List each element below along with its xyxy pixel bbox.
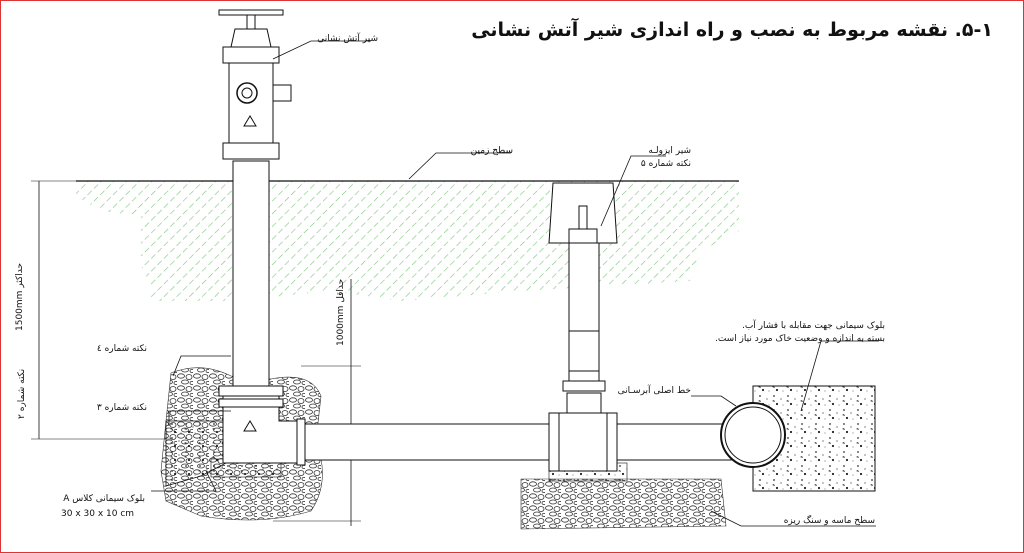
label-isolation-valve: شیر ایزولـه	[648, 146, 691, 156]
label-main-water-line: خط اصلی آبرسـانی	[617, 386, 691, 396]
hydrant-lower-flange	[222, 142, 280, 160]
label-concrete-block-2: بسته به اندازه و وضعیت خاک مورد نیاز است…	[714, 334, 885, 344]
pipe-section	[720, 402, 786, 468]
hydrant-riser	[232, 160, 270, 392]
label-ground-surface: سطح زمین	[470, 146, 513, 156]
label-concrete-block-1: بلوک سیمانی جهت مقابله با فشار آب.	[741, 321, 885, 331]
hydrant-upper-flange	[222, 46, 280, 64]
main-pipe	[300, 423, 732, 461]
soil-hatch	[76, 181, 739, 301]
label-max-depth: حداکثر 1500mm	[15, 262, 25, 331]
gravel-bed-mid	[520, 478, 727, 530]
hydrant-handwheel	[218, 9, 284, 16]
gate-valve	[552, 412, 616, 472]
label-detail-3: نکته شماره ۳	[96, 403, 147, 413]
hydrant-barrel	[228, 62, 274, 144]
label-concrete-block-class: بلوک سیمانی کلاس A	[63, 494, 145, 504]
label-block-size: 30 x 30 x 10 cm	[61, 509, 135, 519]
label-detail-2: نکته شماره ۲	[17, 368, 27, 419]
label-detail-5: نکته شماره ۵	[640, 159, 691, 169]
label-hydrant: شیر آتش نشانی	[317, 34, 378, 44]
label-detail-4: نکته شماره ٤	[96, 344, 147, 354]
hydrant-bonnet	[230, 28, 272, 48]
label-min-depth: حداقل 1000mm	[336, 278, 346, 346]
page-title: ۵-۱. نقشه مربوط به نصب و راه اندازی شیر …	[471, 19, 993, 41]
label-sand-gravel: سطح ماسه و سنگ ریزه	[783, 516, 875, 526]
